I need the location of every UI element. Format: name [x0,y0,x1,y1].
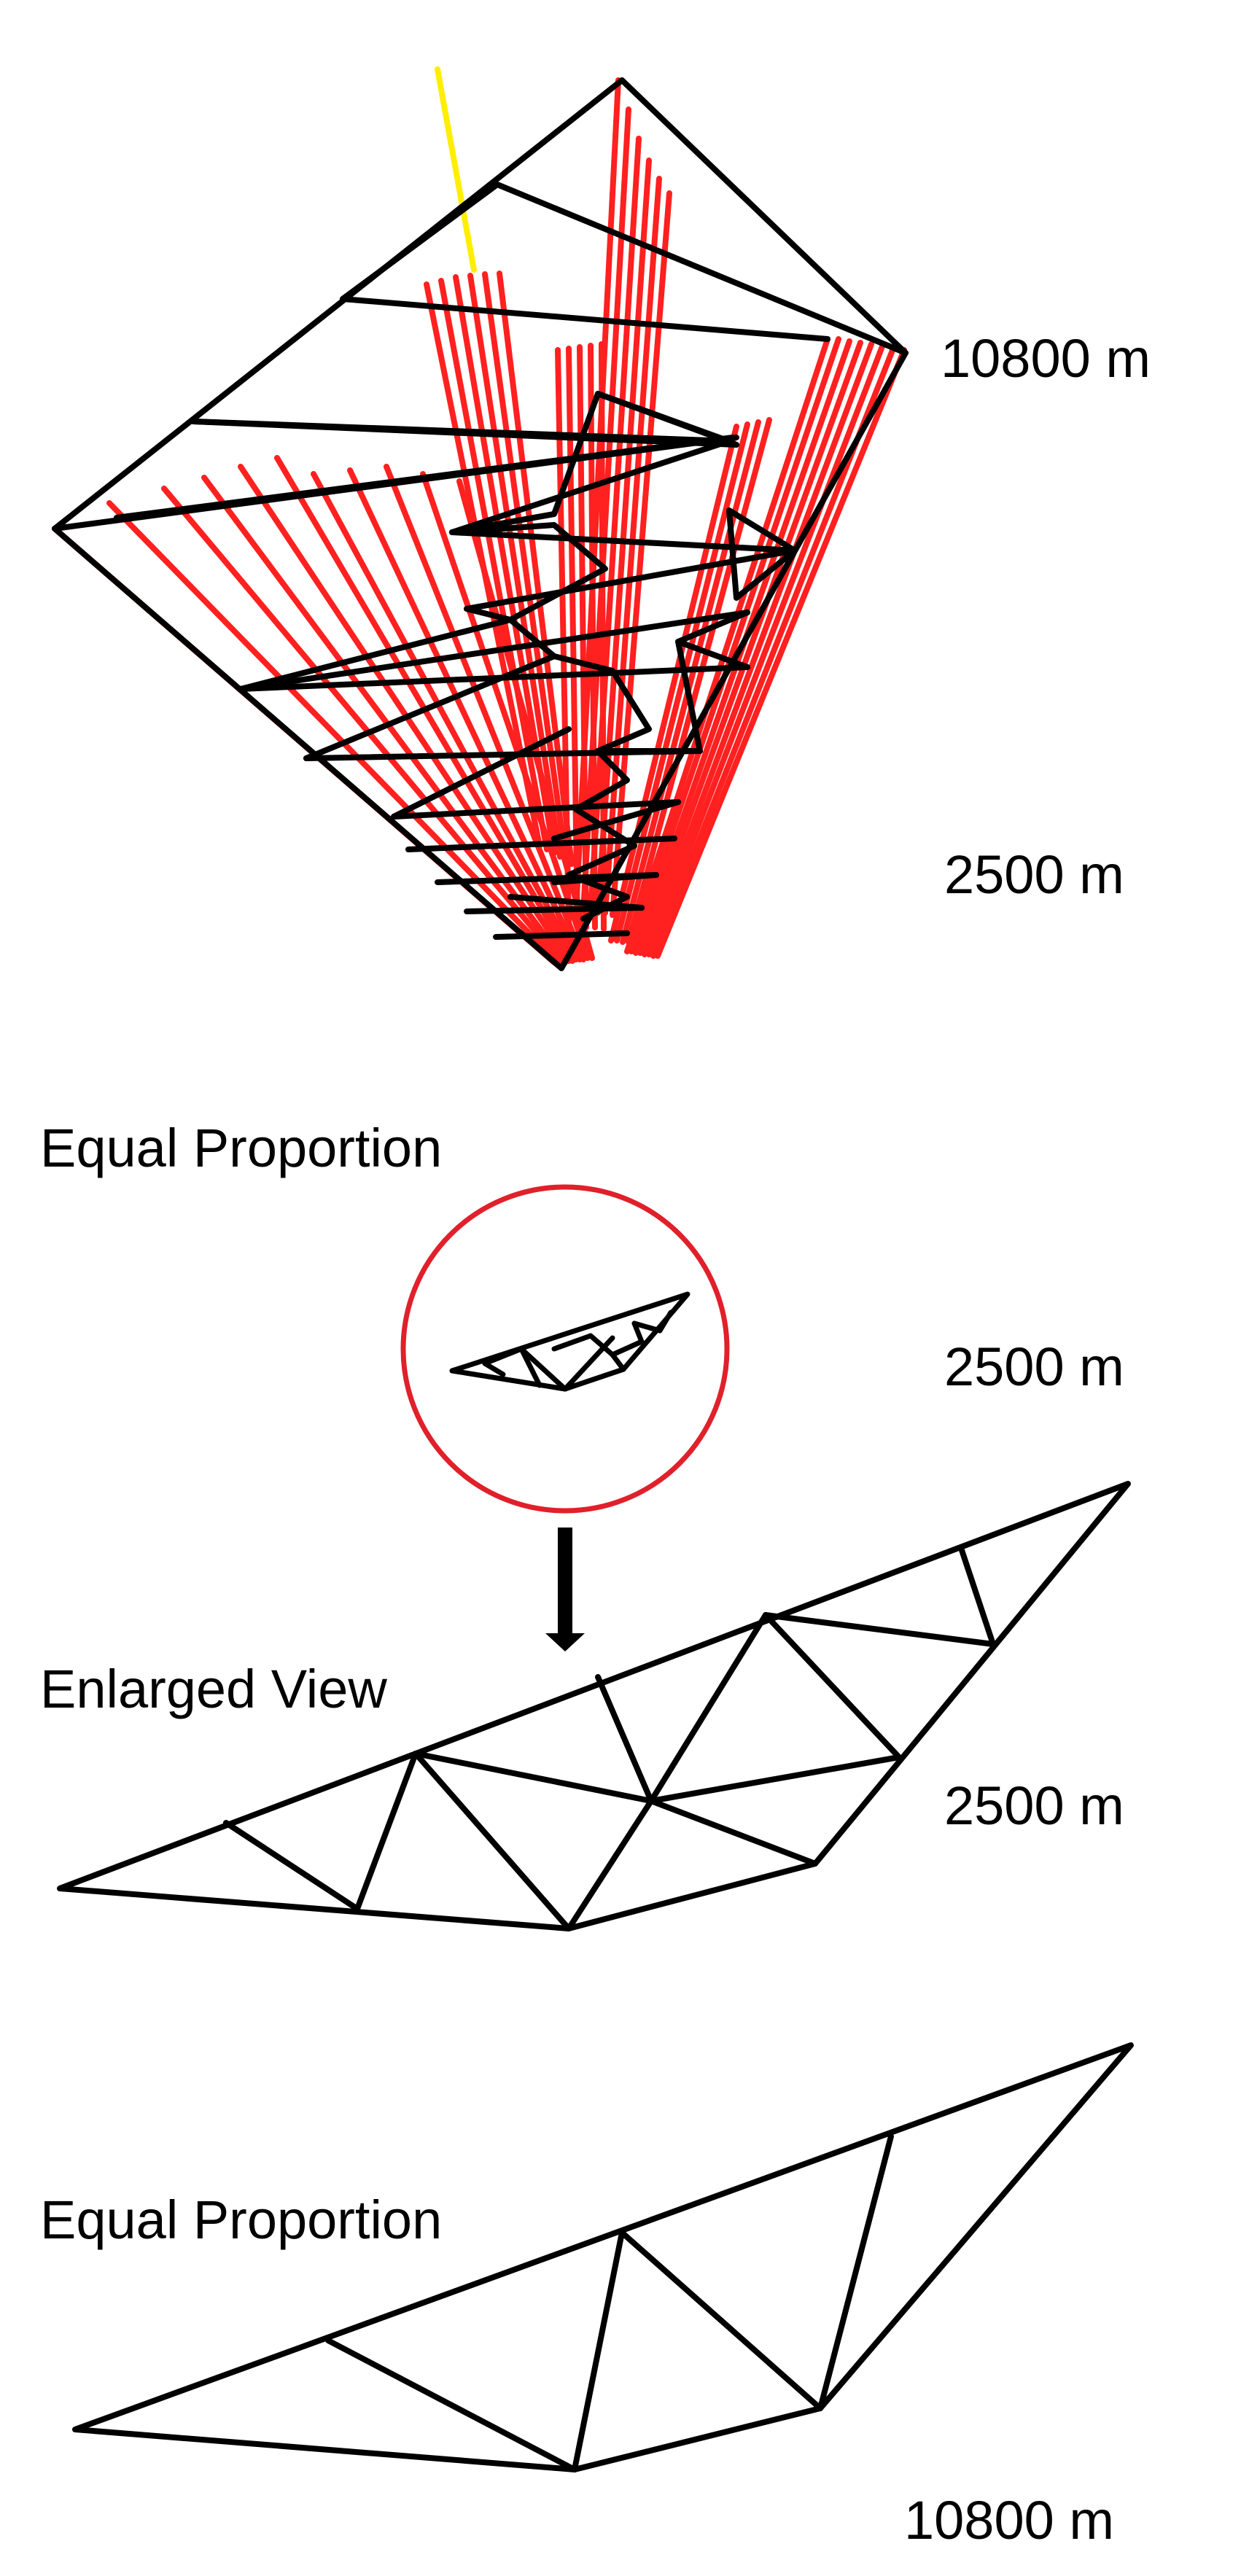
enlarged-view-label: Enlarged View [40,1659,387,1719]
equal-proportion-mesh [72,2042,1134,2472]
down-arrow [545,1528,585,1651]
highlight-circle [400,1184,730,1514]
equal-proportion-label-1: Equal Proportion [40,1118,443,1178]
enlarged-mesh [57,1481,1131,1931]
top-altitude-label: 10800 m [941,328,1151,389]
mesh-edges [52,77,909,971]
equal-proportion-label-2: Equal Proportion [40,2190,443,2250]
top-base-altitude-label: 2500 m [944,844,1124,905]
highlight-strand [435,66,477,273]
bottom-altitude-label: 10800 m [904,2490,1114,2550]
circle-altitude-label: 2500 m [944,1336,1124,1397]
enlarged-altitude-label: 2500 m [944,1775,1124,1836]
perspective-mesh [52,66,909,971]
circled-mesh [400,1184,730,1651]
